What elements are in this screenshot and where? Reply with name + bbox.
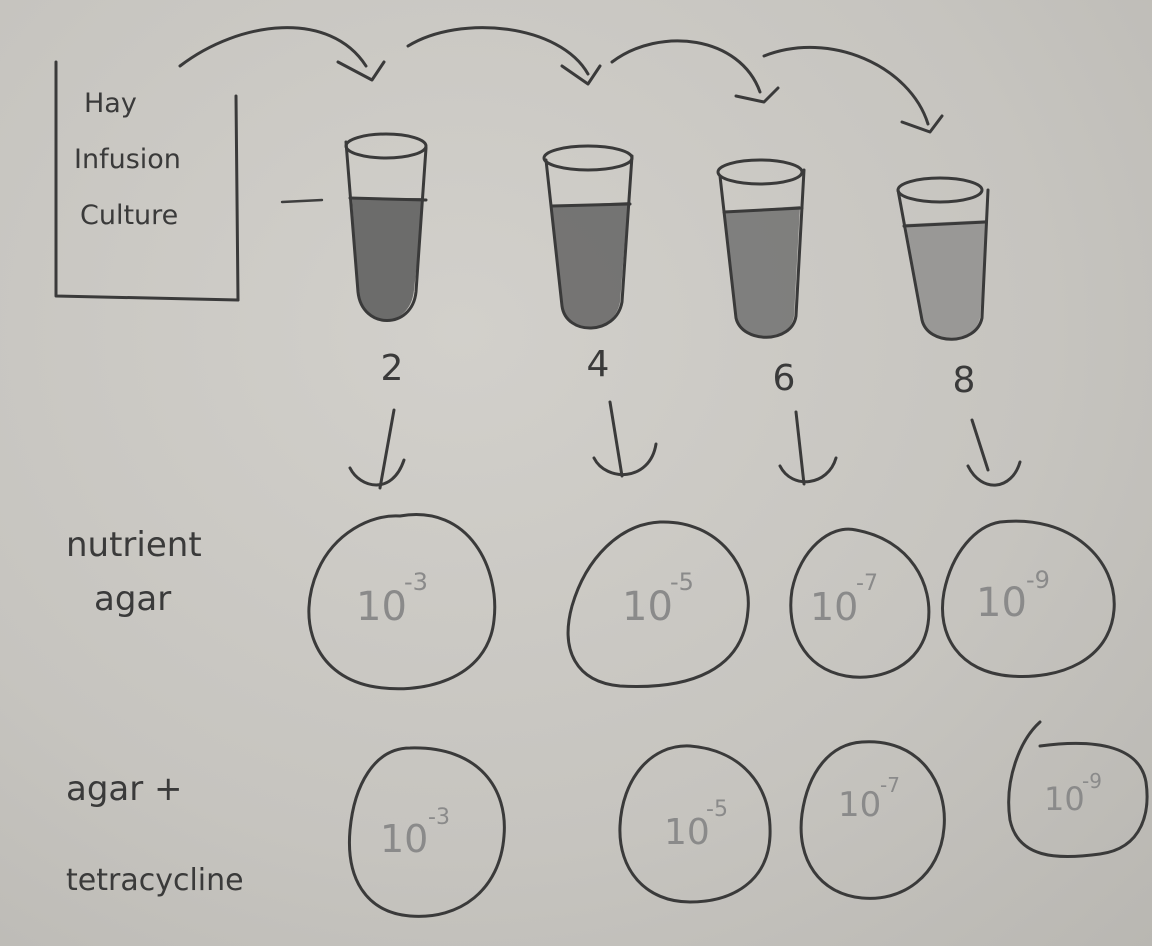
source-box-frame-right: [234, 94, 240, 302]
transfer-arrow-2: [406, 26, 590, 76]
down-arrow-2-head: [592, 442, 658, 477]
source-box-line-3: Culture: [80, 200, 178, 231]
plate-exponent: -3: [428, 805, 450, 830]
down-arrow-4-head: [966, 460, 1022, 487]
plate-base: 10: [664, 812, 710, 853]
transfer-arrow-4: [762, 46, 930, 126]
tube-4-label: 8: [953, 360, 976, 401]
down-arrow-2: [608, 400, 624, 478]
row-2-label-line-1: agar +: [66, 769, 183, 809]
plate-outline: [347, 746, 506, 918]
tube-4-rim: [896, 176, 984, 204]
tube-4-meniscus: [902, 220, 988, 228]
plate-exponent: -3: [404, 568, 428, 596]
plate-row-2-col-2: 10 -5: [618, 744, 772, 904]
row-2-label-line-2: tetracycline: [66, 863, 244, 898]
transfer-arrows: [178, 26, 944, 134]
plate-exponent: -7: [880, 773, 900, 797]
row-1-label-line-1: nutrient: [66, 525, 202, 565]
plate-base: 10: [976, 580, 1027, 626]
plate-row-2-col-3: 10 -7: [799, 740, 946, 900]
plate-base: 10: [838, 785, 881, 825]
source-box-frame-left: [54, 60, 240, 302]
plate-row-2-col-1: 10 -3: [347, 746, 506, 918]
transfer-arrow-1-head: [336, 60, 386, 82]
down-arrow-1-head: [348, 458, 406, 487]
plate-outline: [1007, 720, 1149, 859]
tube-4-liquid: [906, 220, 988, 339]
row-1-label-line-2: agar: [94, 579, 171, 619]
plate-row-1-col-4: 10 -9: [941, 519, 1116, 678]
plate-outline: [799, 740, 946, 900]
plate-outline: [941, 519, 1116, 678]
transfer-arrow-4-head: [900, 114, 944, 134]
tube-1-meniscus: [348, 196, 428, 202]
tube-4-body: [896, 188, 990, 341]
down-arrow-1: [378, 408, 396, 490]
transfer-arrow-2-head: [560, 64, 602, 86]
down-arrow-3: [794, 410, 806, 486]
transfer-arrow-3: [610, 39, 762, 94]
plate-exponent: -7: [856, 571, 878, 596]
tube-1-liquid: [352, 198, 424, 320]
transfer-arrow-3-head: [734, 86, 780, 104]
plate-base: 10: [622, 584, 673, 630]
tube-1-rim: [344, 132, 428, 160]
plate-outline: [618, 744, 772, 904]
tube-2: [542, 144, 634, 330]
plate-row-1-col-2: 10 -5: [566, 520, 750, 688]
down-arrow-3-head: [778, 456, 838, 484]
plate-base: 10: [380, 817, 428, 861]
tube-3-meniscus: [722, 206, 804, 214]
plate-row-1-col-1: 10 -3: [307, 513, 497, 691]
plate-outline: [307, 513, 497, 691]
tube-3-body: [718, 168, 806, 339]
source-box: Hay Infusion Culture: [54, 60, 324, 302]
tube-3: [716, 158, 806, 339]
plate-exponent: -9: [1026, 566, 1050, 594]
tube-1: [344, 132, 428, 322]
plate-outline: [789, 527, 931, 679]
plate-base: 10: [1044, 780, 1085, 818]
plate-row-1-col-3: 10 -7: [789, 527, 931, 679]
tube-4: [896, 176, 990, 341]
plate-base: 10: [356, 584, 407, 630]
plate-exponent: -9: [1082, 769, 1102, 793]
plate-base: 10: [810, 585, 858, 629]
tube-3-liquid: [724, 206, 800, 337]
tube-2-label: 4: [587, 344, 610, 385]
down-arrow-4: [970, 418, 990, 472]
tube-2-body: [544, 154, 634, 330]
transfer-arrow-1: [178, 26, 368, 68]
plate-exponent: -5: [670, 568, 694, 596]
tube-1-label: 2: [381, 348, 404, 389]
plate-outline: [566, 520, 750, 688]
tube-3-label: 6: [773, 358, 796, 399]
tube-1-body: [344, 140, 428, 322]
plate-row-2-col-4: 10 -9: [1007, 720, 1149, 859]
tube-2-rim: [542, 144, 634, 172]
source-box-line-2: Infusion: [74, 144, 181, 175]
source-box-line-1: Hay: [84, 88, 137, 119]
plate-exponent: -5: [706, 797, 728, 822]
tube-2-meniscus: [550, 202, 632, 208]
source-box-tick: [280, 198, 324, 204]
down-arrows: [348, 400, 1022, 490]
tube-3-rim: [716, 158, 804, 186]
tube-2-liquid: [552, 202, 628, 328]
